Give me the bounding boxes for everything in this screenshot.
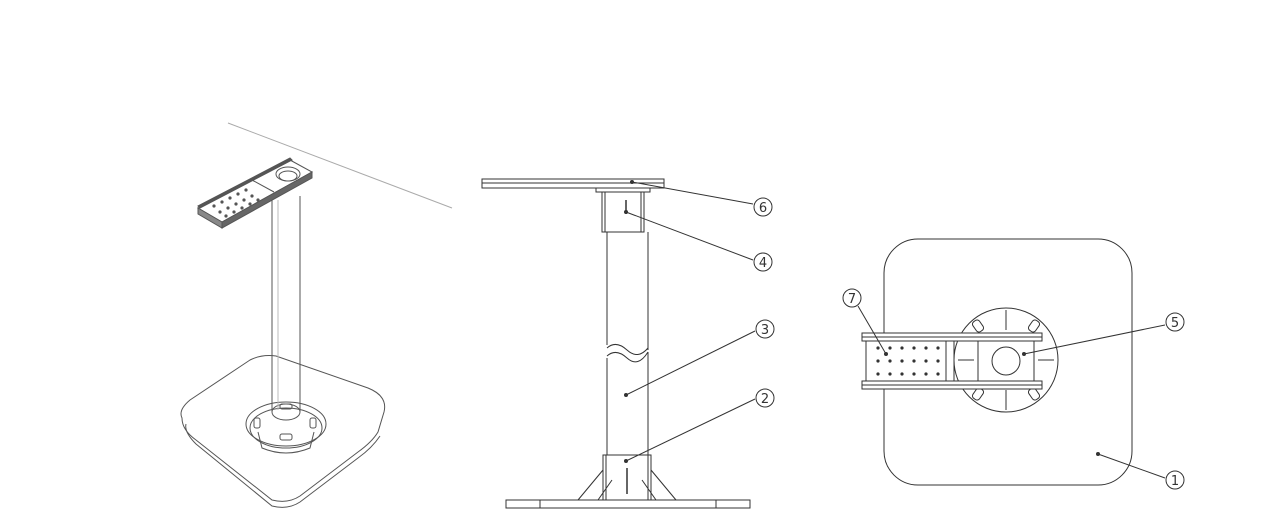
side-leader-lines [625,181,756,462]
isometric-view [180,122,453,508]
side-leader-dots [624,180,634,463]
side-top-plate [481,178,665,193]
callout-1: 1 [1165,470,1185,490]
side-base-plate [505,499,751,509]
callout-1-label: 1 [1171,474,1179,489]
plan-leader-lines [857,305,1166,479]
callout-7-label: 7 [848,292,856,307]
iso-base-plate [180,355,386,508]
plan-leader-dots [884,352,1100,456]
iso-bracket-holes [212,188,260,218]
tabletop-edge-line [227,122,453,209]
callout-2-label: 2 [761,392,769,407]
callout-6: 6 [753,197,773,217]
iso-base-flange [245,401,327,454]
callout-4: 4 [753,252,773,272]
iso-top-bracket [196,157,314,229]
side-elevation-view [481,178,756,509]
side-upper-sleeve [601,191,645,233]
callout-6-label: 6 [759,201,767,216]
iso-column [271,196,301,412]
plan-bracket-holes [876,346,940,376]
top-plan-view [857,238,1166,486]
callout-3-label: 3 [761,323,769,338]
callout-5-label: 5 [1171,316,1179,331]
callout-3: 3 [755,319,775,339]
side-column-tube [606,232,649,455]
callout-2: 2 [755,388,775,408]
callout-7: 7 [842,288,862,308]
callout-4-label: 4 [759,256,767,271]
callout-5: 5 [1165,312,1185,332]
